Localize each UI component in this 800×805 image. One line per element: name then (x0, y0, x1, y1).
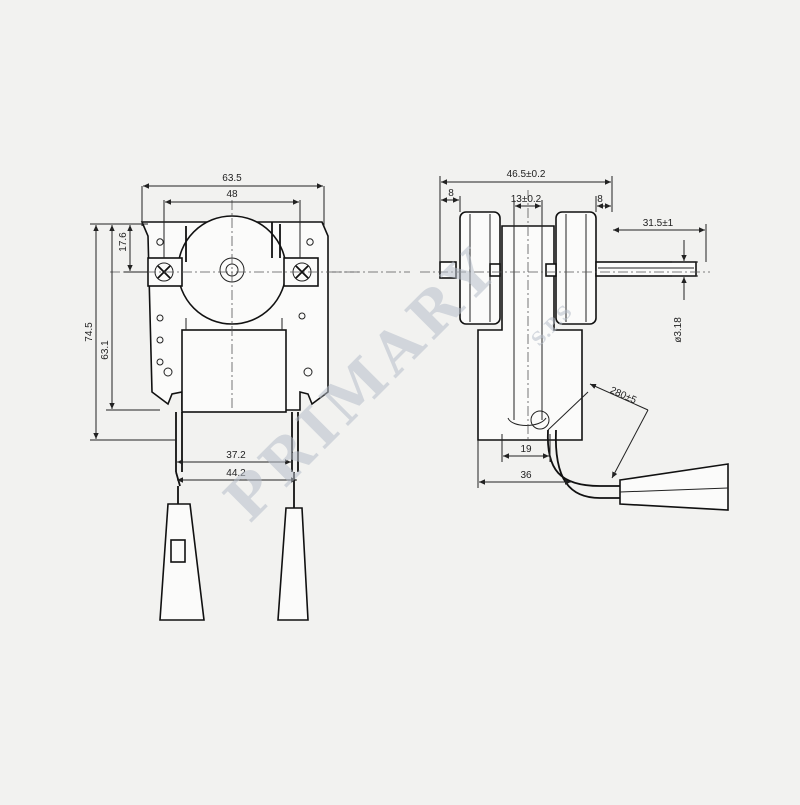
dim-pin-spacing-outer: 44.2 (226, 468, 246, 479)
dim-base-outer: 36 (520, 470, 532, 481)
dim-side-right: 8 (597, 194, 603, 205)
dim-height-total: 74.5 (84, 322, 95, 342)
dim-height-frame: 63.1 (100, 340, 111, 360)
dim-front-width-outer: 63.5 (222, 173, 242, 184)
dim-lead-length: 280±5 (608, 385, 638, 407)
side-leads (546, 429, 620, 499)
dim-side-width: 46.5±0.2 (507, 169, 546, 180)
dim-front-width-inner: 48 (226, 189, 238, 200)
coil-body (181, 329, 287, 413)
dim-shaft-length: 31.5±1 (643, 218, 674, 229)
dim-shaft-diameter: ø3.18 (673, 317, 684, 343)
dim-base-inner: 19 (520, 444, 532, 455)
stator-body (477, 225, 583, 441)
side-view (332, 190, 729, 511)
dim-side-left: 8 (448, 188, 454, 199)
bracket-holes (156, 238, 314, 377)
shaft (439, 261, 457, 279)
connector-left (159, 486, 205, 621)
front-dimensions: 63.5 48 74.5 63.1 17.6 37.2 44.2 (84, 173, 325, 483)
dim-pin-spacing-inner: 37.2 (226, 450, 246, 461)
side-connector (619, 463, 729, 511)
dim-screw-offset: 17.6 (118, 232, 129, 252)
front-view (110, 200, 360, 621)
connector-right (277, 486, 309, 621)
side-dimensions: 46.5±0.2 8 8 13±0.2 31.5±1 ø3.18 280±5 1… (439, 169, 707, 488)
dim-side-center: 13±0.2 (511, 194, 542, 205)
